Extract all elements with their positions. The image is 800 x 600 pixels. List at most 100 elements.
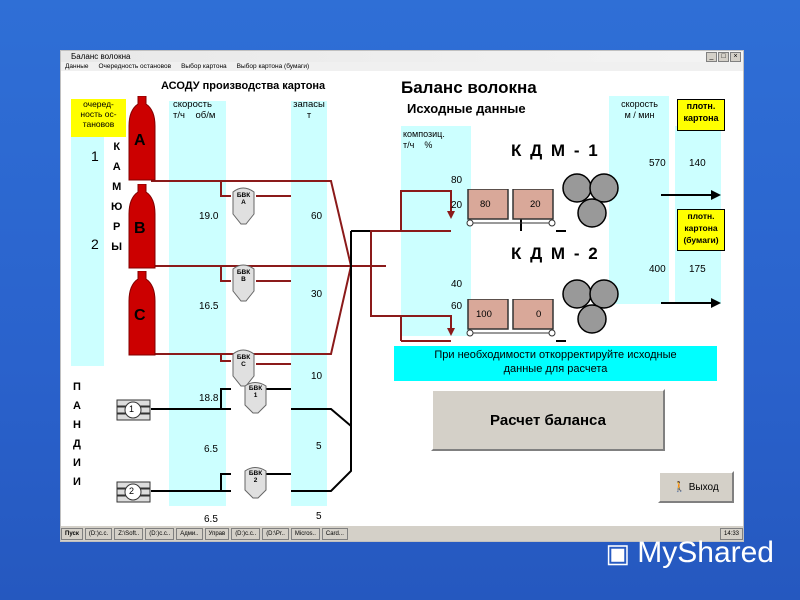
bvk-b-label: БВК В: [236, 269, 251, 283]
kdm-1-comp-top: 80: [451, 175, 463, 186]
kdm-2-tank-right: 0: [536, 309, 542, 320]
watermark-text: MyShared: [637, 536, 774, 569]
side-letter: Д: [73, 438, 81, 450]
density-paper-header: плотн. картона (бумаги): [677, 209, 725, 251]
bvk-a-label: БВК А: [236, 192, 251, 206]
taskbar-item[interactable]: Micros..: [290, 527, 320, 540]
taskbar-item[interactable]: Управ: [204, 527, 230, 540]
kamyur-vessel: В: [127, 183, 157, 272]
kdm-1-rolls: [562, 173, 619, 228]
maximize-button[interactable]: □: [718, 52, 729, 62]
start-button[interactable]: Пуск: [61, 527, 83, 540]
kamyur-letter: С: [134, 307, 146, 324]
bvk-2-tank: БВК 2: [243, 464, 268, 500]
taskbar-item[interactable]: Адми..: [176, 527, 203, 540]
pandiya-2-number: 2: [129, 486, 135, 496]
watermark-icon: ▣: [605, 538, 638, 568]
pipe-network: [151, 180, 721, 492]
density-board-header: плотн. картона: [677, 99, 725, 131]
stock-a: 60: [311, 211, 323, 222]
watermark-logo: ▣ MyShared: [605, 536, 774, 570]
menu-item-paper-select[interactable]: Выбор картона (бумаги): [236, 63, 310, 70]
taskbar-item[interactable]: Card...: [321, 527, 348, 540]
stock-2: 5: [316, 511, 322, 522]
pandiya-1-number: 1: [129, 404, 135, 414]
kdm-2-comp-top: 40: [451, 279, 463, 290]
page-subtitle: Исходные данные: [407, 101, 526, 116]
speed-header: скорость т/ч об/м: [173, 99, 216, 121]
notice-banner: При необходимости откорректируйте исходн…: [394, 346, 717, 381]
bvk-2-label: БВК 2: [248, 470, 263, 484]
side-letter: И: [73, 457, 81, 469]
kdm-2-speed: 400: [649, 264, 666, 275]
taskbar-clock: 14:33: [719, 527, 743, 540]
window-title: Баланс волокна: [71, 52, 131, 61]
kdm-1-tank-left: 80: [480, 199, 491, 210]
taskbar-item[interactable]: (D:)c.c..: [231, 527, 261, 540]
menu-item-stop-order[interactable]: Очередность остановов: [98, 63, 172, 70]
side-letter: М: [112, 181, 122, 193]
pandiya-1-speed: 6.5: [204, 444, 218, 455]
stocks-header: запасы т: [293, 99, 325, 121]
window-controls: _ □ ×: [706, 52, 741, 62]
menu-item-board-select[interactable]: Выбор картона: [181, 63, 227, 70]
queue-column: [71, 126, 104, 366]
bvk-1-tank: БВК 1: [243, 379, 268, 415]
side-letter: А: [73, 400, 81, 412]
pandiya-2-speed: 6.5: [204, 514, 218, 525]
kamyur-letter: А: [134, 132, 146, 149]
stocks-column: [291, 101, 327, 506]
bvk-1-label: БВК 1: [248, 385, 263, 399]
pandiya-2-unit: 2: [116, 481, 151, 503]
taskbar: Пуск (D:)c.c. Z:\Soft.. (D:)c.c.. Адми..…: [61, 525, 743, 541]
bvk-a-tank: БВК А: [231, 184, 256, 226]
side-letter: П: [73, 381, 81, 393]
kamyur-b-speed: 16.5: [199, 301, 219, 312]
queue-item-1: 1: [91, 148, 99, 164]
exit-label: Выход: [688, 481, 719, 493]
calculate-balance-label: Расчет баланса: [490, 411, 606, 429]
side-letter: И: [73, 476, 81, 488]
minimize-button[interactable]: _: [706, 52, 717, 62]
side-letter: Ю: [111, 201, 123, 213]
speed-column: [169, 101, 226, 506]
taskbar-item[interactable]: (D:)c.c.: [84, 527, 113, 540]
pandiya-1-unit: 1: [116, 399, 151, 421]
taskbar-item[interactable]: Z:\Soft..: [114, 527, 144, 540]
side-letter: А: [112, 161, 121, 173]
taskbar-item[interactable]: (D:)c.c..: [145, 527, 175, 540]
diagram-canvas: АСОДУ производства картона Баланс волокн…: [61, 71, 743, 526]
composition-header: композиц. т/ч %: [403, 129, 445, 150]
kamyur-a-speed: 19.0: [199, 211, 219, 222]
exit-icon: 🚶: [673, 481, 686, 493]
stock-c: 10: [311, 371, 323, 382]
close-button[interactable]: ×: [730, 52, 741, 62]
taskbar-item[interactable]: (D:\Pr..: [262, 527, 289, 540]
kamyur-letter: В: [134, 220, 146, 237]
kdm-1-comp-bottom: 20: [451, 200, 463, 211]
kdm-1-density: 140: [689, 158, 706, 169]
calculate-balance-button[interactable]: Расчет баланса: [431, 389, 665, 451]
menu-item-data[interactable]: Данные: [65, 63, 89, 70]
bvk-c-label: БВК С: [236, 354, 251, 368]
asodu-title: АСОДУ производства картона: [161, 80, 326, 92]
kamyur-vessel: А: [127, 95, 157, 184]
kdm-2-title: К Д М - 2: [511, 244, 600, 263]
kdm-1-title: К Д М - 1: [511, 141, 600, 160]
app-window: Баланс волокна _ □ × Данные Очередность …: [60, 50, 744, 542]
window-titlebar: Баланс волокна _ □ ×: [61, 51, 743, 62]
side-letter: Н: [73, 419, 81, 431]
kdm-2-comp-bottom: 60: [451, 301, 463, 312]
kdm-speed-column: [609, 96, 669, 304]
exit-button[interactable]: 🚶 Выход: [658, 471, 734, 503]
side-letter: Р: [113, 221, 121, 233]
bvk-b-tank: БВК В: [231, 261, 256, 303]
stock-1: 5: [316, 441, 322, 452]
menu-bar: Данные Очередность остановов Выбор карто…: [61, 62, 743, 71]
kdm-speed-header: скорость м / мин: [621, 99, 658, 120]
kdm-2-density: 175: [689, 264, 706, 275]
kdm-2-tanks: 100 0: [466, 298, 556, 337]
kdm-2-rolls: [562, 279, 619, 334]
